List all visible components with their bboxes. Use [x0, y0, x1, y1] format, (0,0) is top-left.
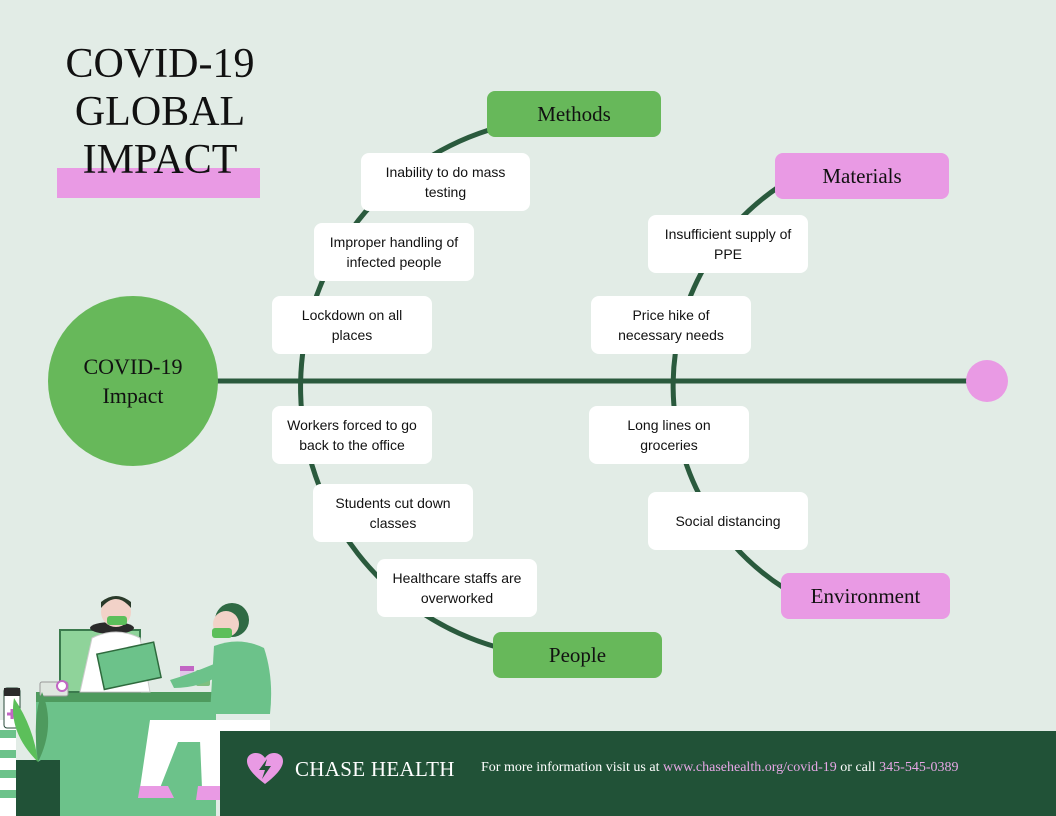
heart-bolt-icon — [247, 753, 283, 784]
spine-end-dot — [966, 360, 1008, 402]
title-line-1: COVID-19 — [65, 41, 255, 87]
category-people: People — [493, 632, 662, 678]
cause-people-1: Workers forced to go back to the office — [272, 406, 432, 464]
doctor-patient-illustration — [0, 596, 272, 816]
phone-number[interactable]: 345-545-0389 — [879, 760, 959, 775]
category-environment: Environment — [781, 573, 950, 619]
info-prefix: For more information visit us at — [481, 760, 663, 775]
cause-materials-2: Price hike of necessary needs — [591, 296, 751, 354]
brand-name: CHASE HEALTH — [295, 757, 455, 781]
cause-people-3: Healthcare staffs are overworked — [377, 559, 537, 617]
cause-people-2: Students cut down classes — [313, 484, 473, 542]
cause-environment-1: Long lines on groceries — [589, 406, 749, 464]
website-link[interactable]: www.chasehealth.org/covid-19 — [662, 760, 837, 775]
footer-info: For more information visit us at www.cha… — [481, 760, 958, 776]
info-middle: or call — [836, 760, 880, 775]
effect-hub: COVID-19 Impact — [48, 296, 218, 466]
cause-environment-2: Social distancing — [648, 492, 808, 550]
plant-pot — [16, 760, 60, 816]
hub-label: COVID-19 Impact — [83, 354, 183, 408]
patient-body — [210, 641, 272, 714]
page-title: COVID-19 GLOBAL IMPACT — [40, 40, 280, 184]
footer-bar — [220, 731, 1056, 816]
title-line-2: GLOBAL — [74, 89, 246, 135]
cause-methods-1: Inability to do mass testing — [361, 153, 530, 211]
title-line-3: IMPACT — [82, 137, 238, 183]
category-materials: Materials — [775, 153, 949, 199]
cause-materials-1: Insufficient supply of PPE — [648, 215, 808, 273]
clipboard — [95, 641, 162, 691]
title-highlight — [57, 168, 260, 198]
cause-methods-3: Lockdown on all places — [272, 296, 432, 354]
category-methods: Methods — [487, 91, 661, 137]
cause-methods-2: Improper handling of infected people — [314, 223, 474, 281]
